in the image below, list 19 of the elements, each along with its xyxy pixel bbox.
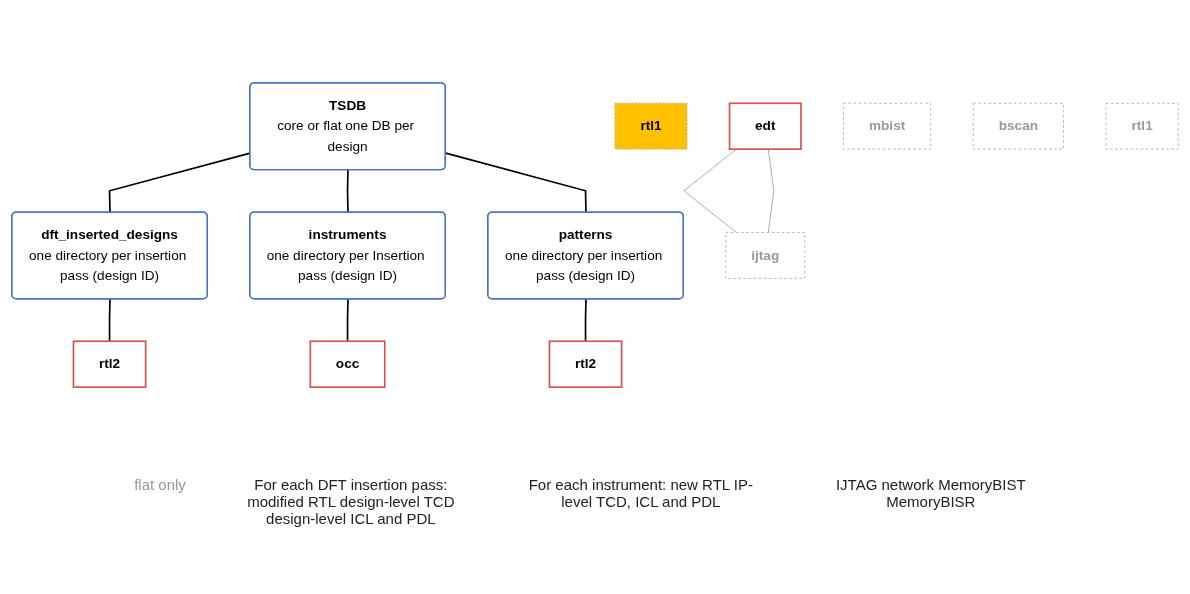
connector <box>108 298 111 343</box>
node-box: bscan <box>972 102 1064 150</box>
note-text: For each instrument: new RTL IP-level TCD, ICL and PDL <box>527 476 754 512</box>
connector <box>346 298 349 343</box>
connector <box>346 169 349 214</box>
note-text: For each DFT insertion pass: modified RTL design-level TCD design-level ICL and PDL <box>246 476 456 527</box>
node-box: rtl2 <box>72 340 147 388</box>
connector <box>584 298 587 343</box>
note-text: flat only <box>134 476 186 495</box>
node-box: mbist <box>843 102 932 150</box>
node-box: occ <box>309 340 386 388</box>
node-box: rtl1 <box>1105 102 1179 150</box>
node-box: rtl2 <box>548 340 623 388</box>
connector <box>683 148 737 233</box>
node-box: rtl1 <box>614 102 688 150</box>
connector <box>767 148 775 233</box>
note-text: IJTAG network MemoryBIST MemoryBISR <box>834 476 1027 512</box>
node-box: edt <box>728 102 802 150</box>
node-box: ijtag <box>725 232 806 279</box>
